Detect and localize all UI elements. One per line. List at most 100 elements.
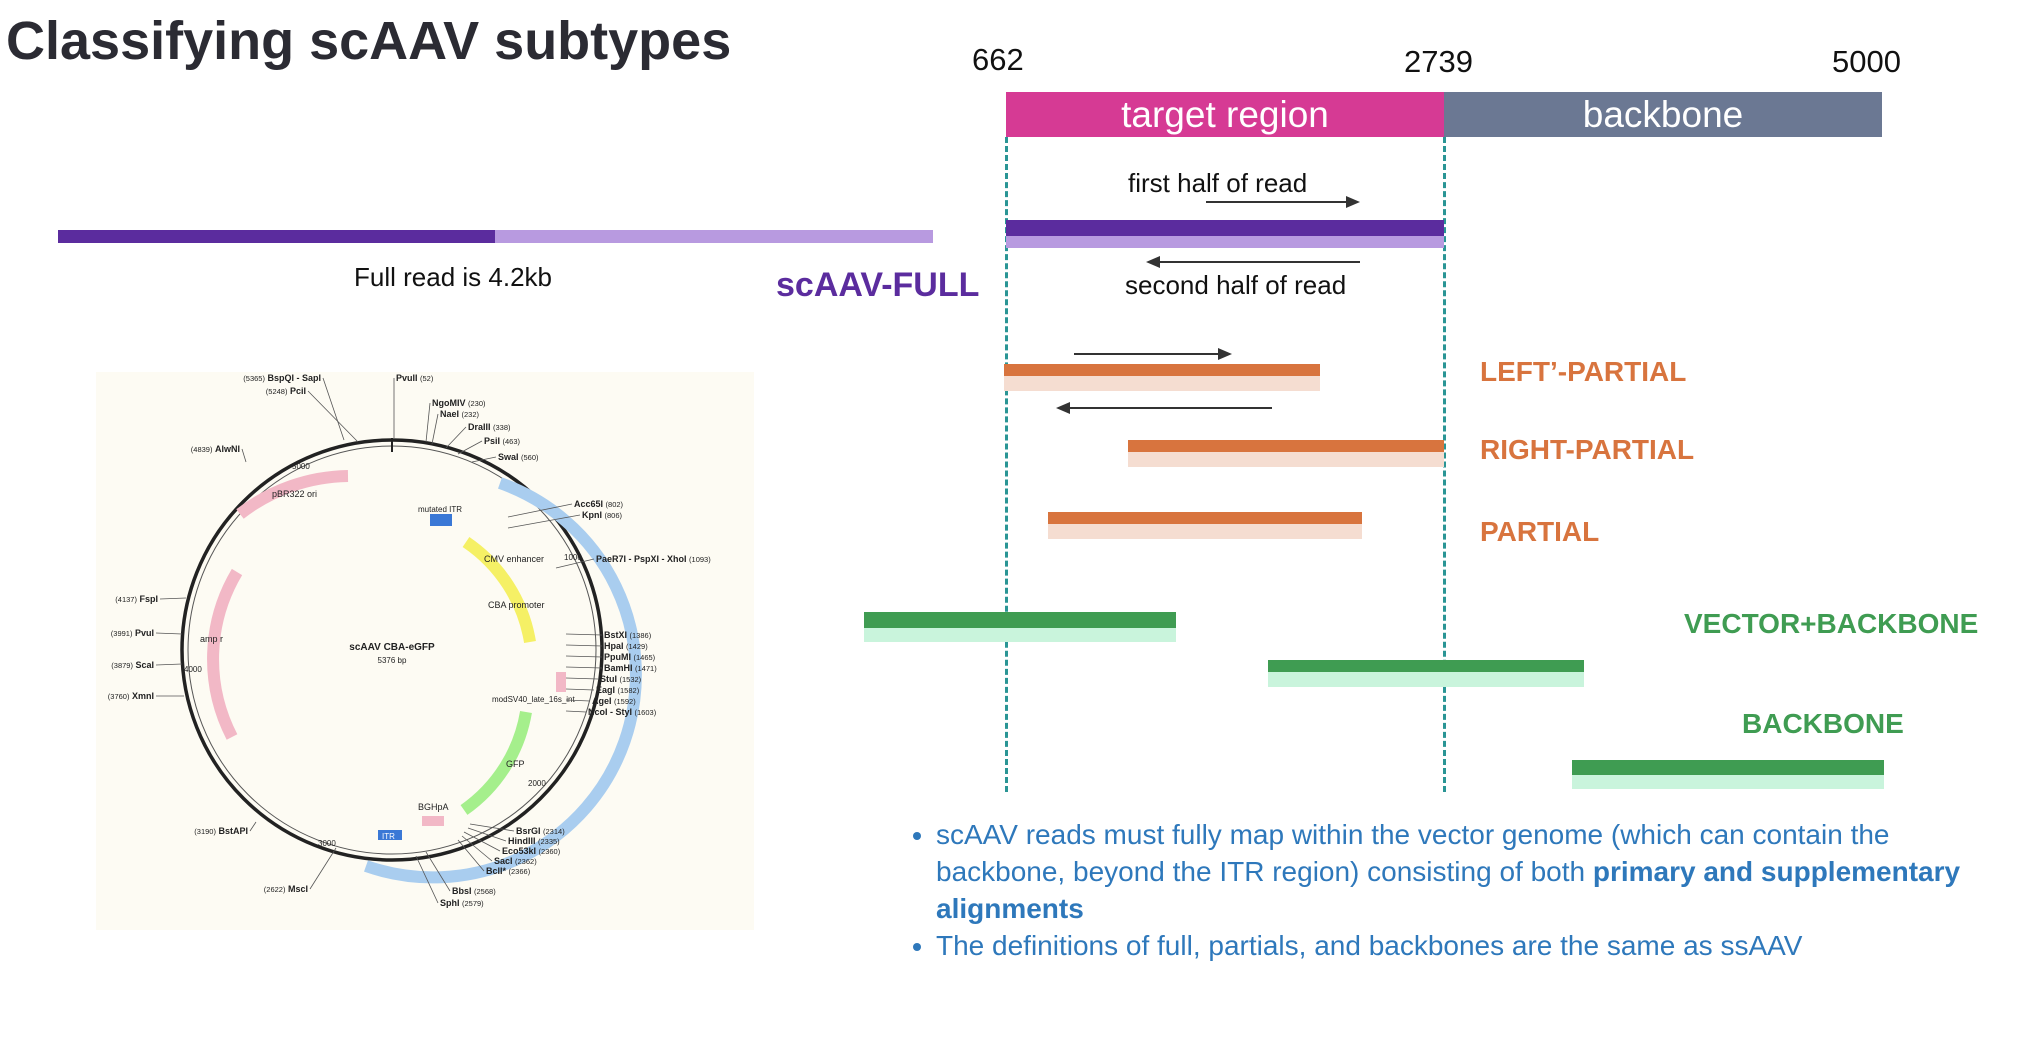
category-full: scAAV-FULL	[776, 266, 980, 304]
bullet-1-bold: primary and supplementary alignments	[936, 856, 1961, 924]
feature-cba-label: CBA promoter	[488, 600, 545, 610]
restriction-site-leader	[461, 835, 493, 862]
restriction-site-label: (5248) PciI	[266, 386, 306, 396]
restriction-site-label: (3760) XmnI	[108, 691, 154, 701]
restriction-sites-group: Acc65I (802)KpnI (806)PaeR7I - PspXI - X…	[108, 373, 711, 908]
full-read-caption: Full read is 4.2kb	[354, 262, 552, 292]
bullet-1-text: scAAV reads must fully map within the ve…	[936, 819, 1890, 887]
feature-itr-label: ITR	[382, 832, 395, 841]
restriction-site-leader	[457, 839, 485, 872]
page-title: Classifying scAAV subtypes	[6, 11, 732, 71]
amp-feature-arc	[207, 568, 243, 740]
reverse-arrow-icon	[1146, 256, 1360, 268]
restriction-site-leader	[565, 688, 595, 691]
bullet-2-text: The definitions of full, partials, and b…	[936, 930, 1803, 961]
restriction-site-label: HpaI (1429)	[604, 641, 648, 651]
feature-ori-label: pBR322 ori	[272, 489, 317, 499]
category-right-partial: RIGHT-PARTIAL	[1480, 434, 1695, 465]
restriction-site-label: BamHI (1471)	[604, 663, 657, 673]
coord-end: 5000	[1832, 44, 1901, 79]
category-partial: PARTIAL	[1480, 516, 1600, 547]
restriction-site-leader	[555, 558, 595, 569]
feature-gfp-label: GFP	[506, 759, 525, 769]
vector-backbone-bar-1-top	[864, 612, 1176, 628]
restriction-site-label: BclI* (2366)	[486, 866, 531, 876]
partial-bar-bottom	[1048, 524, 1362, 539]
full-read-bar-bottom	[1006, 236, 1444, 248]
restriction-site-leader	[467, 827, 507, 842]
mutated-itr-box	[430, 514, 452, 526]
restriction-site-label: (3991) PvuI	[111, 628, 154, 638]
plasmid-map: scAAV CBA-eGFP 5376 bp 5000 1000 2000 30…	[96, 372, 754, 930]
bghpa-box	[422, 816, 444, 826]
restriction-site-label: NcoI - StyI (1603)	[588, 707, 657, 717]
restriction-site-leader	[445, 426, 467, 449]
category-left-partial: LEFT’-PARTIAL	[1480, 356, 1687, 387]
backbone-region-label: backbone	[1582, 93, 1744, 135]
backbone-bar-bottom	[1572, 775, 1884, 789]
ori-feature-arc	[236, 470, 349, 519]
full-read-second-half	[495, 230, 933, 243]
tick-3000: 3000	[318, 839, 336, 848]
coord-start: 662	[972, 42, 1024, 77]
restriction-site-label: BbsI (2568)	[452, 886, 496, 896]
restriction-site-label: (2622) MscI	[264, 884, 308, 894]
restriction-site-label: SwaI (560)	[498, 452, 539, 462]
tick-2000: 2000	[528, 779, 546, 788]
plasmid-size: 5376 bp	[378, 656, 407, 665]
feature-bghpa-label: BGHpA	[418, 802, 449, 812]
vector-backbone-bar-2-bottom	[1268, 672, 1584, 687]
bullet-2: The definitions of full, partials, and b…	[936, 927, 2004, 964]
restriction-site-label: (4839) AlwNI	[191, 444, 240, 454]
restriction-site-leader	[415, 855, 439, 904]
plasmid-name: scAAV CBA-eGFP	[349, 642, 435, 653]
restriction-site-leader	[309, 847, 337, 890]
restriction-site-leader	[425, 402, 431, 443]
bullet-list: scAAV reads must fully map within the ve…	[884, 816, 2004, 964]
restriction-site-leader	[425, 851, 451, 892]
full-read-bar-top	[1006, 220, 1444, 236]
itr-box	[378, 830, 402, 840]
backbone-bar-top	[1572, 760, 1884, 775]
second-half-annotation: second half of read	[1125, 270, 1347, 300]
restriction-site-leader	[241, 448, 247, 463]
feature-mutated-itr-label: mutated ITR	[418, 505, 462, 514]
restriction-site-label: StuI (1532)	[600, 674, 642, 684]
category-vector-backbone: VECTOR+BACKBONE	[1684, 608, 1979, 639]
restriction-site-leader	[431, 413, 439, 445]
tick-5000: 5000	[292, 462, 310, 471]
restriction-site-label: SacI (2362)	[494, 856, 537, 866]
left-partial-bar-bottom	[1004, 376, 1320, 391]
first-half-annotation: first half of read	[1128, 168, 1308, 198]
restriction-site-leader	[565, 699, 591, 702]
target-region-label: target region	[1121, 93, 1329, 135]
restriction-site-label: PsiI (463)	[484, 436, 521, 446]
restriction-site-leader	[322, 377, 345, 441]
bullet-1: scAAV reads must fully map within the ve…	[936, 816, 2004, 927]
forward-arrow-icon	[1206, 196, 1360, 208]
restriction-site-leader	[507, 503, 573, 518]
restriction-site-leader	[565, 710, 587, 713]
restriction-site-label: PvuII (52)	[396, 373, 434, 383]
right-partial-bar-bottom	[1128, 452, 1444, 467]
backbone-region-bar: backbone	[1444, 92, 1882, 137]
dashed-line-mid	[1443, 137, 1446, 792]
target-region-bar: target region	[1006, 92, 1444, 137]
restriction-site-label: (3879) ScaI	[111, 660, 154, 670]
restriction-site-label: NaeI (232)	[440, 409, 480, 419]
restriction-site-leader	[249, 821, 257, 832]
feature-cmv-label: CMV enhancer	[484, 554, 544, 564]
left-partial-bar-top	[1004, 364, 1320, 376]
left-partial-forward-arrow-icon	[1074, 348, 1232, 360]
tick-1000: 1000	[564, 553, 582, 562]
restriction-site-label: DraIII (338)	[468, 422, 511, 432]
left-partial-reverse-arrow-icon	[1056, 402, 1272, 414]
restriction-site-leader	[565, 677, 599, 680]
restriction-site-label: PpuMI (1465)	[604, 652, 656, 662]
restriction-site-label: HindIII (2335)	[508, 836, 560, 846]
restriction-site-label: Acc65I (802)	[574, 499, 624, 509]
restriction-site-leader	[463, 831, 501, 852]
restriction-site-label: AgeI (1592)	[592, 696, 636, 706]
full-read-first-half	[58, 230, 495, 243]
restriction-site-leader	[159, 597, 187, 600]
